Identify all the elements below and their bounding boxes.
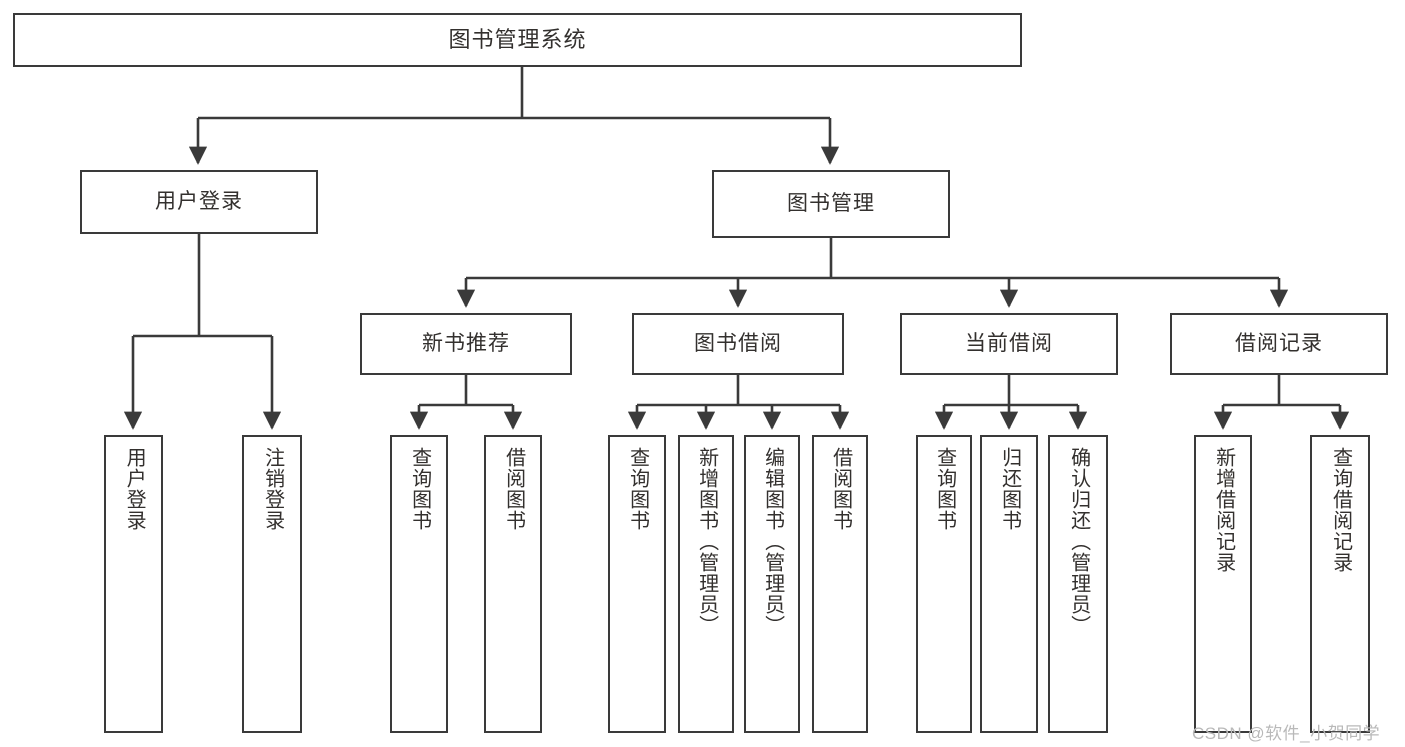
node-level3-borrow-record[interactable]: 借阅记录 (1170, 313, 1388, 375)
leaf-label: 新增借阅记录 (1212, 447, 1235, 573)
node-leaf-return-book[interactable]: 归还图书 (980, 435, 1038, 733)
leaf-label: 查询借阅记录 (1329, 447, 1352, 573)
node-leaf-add-borrow-record[interactable]: 新增借阅记录 (1194, 435, 1252, 733)
node-leaf-add-book-admin[interactable]: 新增图书（管理员） (678, 435, 734, 733)
leaf-label: 确认归还（管理员） (1067, 447, 1090, 636)
node-leaf-query-borrow-record[interactable]: 查询借阅记录 (1310, 435, 1370, 733)
leaf-label: 查询图书 (933, 447, 956, 531)
node-leaf-logout[interactable]: 注销登录 (242, 435, 302, 733)
node-leaf-confirm-return-admin[interactable]: 确认归还（管理员） (1048, 435, 1108, 733)
node-leaf-query-book-recommend[interactable]: 查询图书 (390, 435, 448, 733)
node-level3-book-borrow[interactable]: 图书借阅 (632, 313, 844, 375)
leaf-label: 查询图书 (408, 447, 431, 531)
leaf-label: 注销登录 (261, 447, 284, 531)
node-leaf-query-book-current[interactable]: 查询图书 (916, 435, 972, 733)
node-level3-new-book-recommend[interactable]: 新书推荐 (360, 313, 572, 375)
leaf-label: 借阅图书 (502, 447, 525, 531)
leaf-label: 归还图书 (998, 447, 1021, 531)
leaf-label: 查询图书 (626, 447, 649, 531)
node-level3-current-borrow[interactable]: 当前借阅 (900, 313, 1118, 375)
node-leaf-borrow-book[interactable]: 借阅图书 (812, 435, 868, 733)
leaf-label: 借阅图书 (829, 447, 852, 531)
leaf-label: 用户登录 (123, 447, 146, 531)
node-level2-book-management[interactable]: 图书管理 (712, 170, 950, 238)
node-leaf-user-login[interactable]: 用户登录 (104, 435, 163, 733)
watermark-csdn: CSDN @软件_小贺同学 (1192, 724, 1381, 743)
node-leaf-query-book-borrow[interactable]: 查询图书 (608, 435, 666, 733)
node-leaf-borrow-book-recommend[interactable]: 借阅图书 (484, 435, 542, 733)
leaf-label: 新增图书（管理员） (695, 447, 718, 636)
node-leaf-edit-book-admin[interactable]: 编辑图书（管理员） (744, 435, 800, 733)
node-root[interactable]: 图书管理系统 (13, 13, 1022, 67)
node-level2-user-login[interactable]: 用户登录 (80, 170, 318, 234)
leaf-label: 编辑图书（管理员） (761, 447, 784, 636)
